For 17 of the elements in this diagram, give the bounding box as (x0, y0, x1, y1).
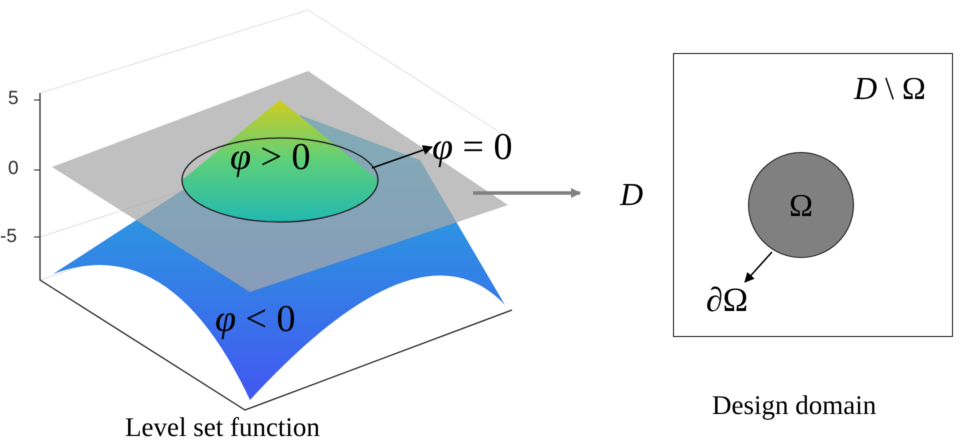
boundary-label: ∂Ω (706, 284, 748, 318)
region-circle: Ω (748, 152, 854, 258)
leader-line (372, 145, 433, 169)
domain-label: D (620, 178, 644, 210)
tick-label: -5 (0, 227, 17, 246)
domain-box (673, 53, 953, 337)
domain-label: D \ Ω (854, 72, 926, 104)
leader-line (744, 252, 773, 283)
arrow (473, 188, 581, 198)
tick-label: 0 (8, 159, 19, 178)
region-label: φ > 0 (230, 138, 310, 176)
figure-label: Design domain (712, 392, 876, 419)
figure-label: Level set function (125, 414, 320, 441)
tick-label: 5 (8, 89, 19, 108)
level-label: φ = 0 (432, 128, 512, 166)
zero-contour (181, 137, 379, 223)
region-label: φ < 0 (215, 300, 296, 338)
